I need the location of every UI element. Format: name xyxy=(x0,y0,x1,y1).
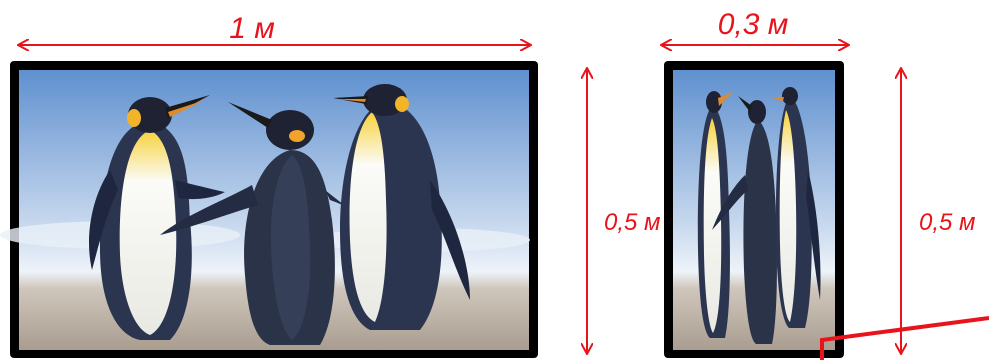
penguin-icon xyxy=(712,96,777,344)
narrow-height-label: 0,5 м xyxy=(919,209,975,236)
wide-height-label: 0,5 м xyxy=(604,209,660,236)
narrow-width-dimension: 0,3 м xyxy=(661,8,849,45)
penguin-icon xyxy=(772,87,821,328)
penguin-icon xyxy=(697,91,733,338)
penguin-icon xyxy=(333,84,470,330)
wide-width-label: 1 м xyxy=(229,12,275,45)
narrow-width-label: 0,3 м xyxy=(718,8,789,41)
wide-height-dimension: 0,5 м xyxy=(587,68,660,354)
wide-panel xyxy=(0,61,538,358)
narrow-panel xyxy=(664,61,844,358)
slanted-red-line xyxy=(820,316,989,360)
penguin-icon xyxy=(160,102,410,345)
narrow-height-dimension: 0,5 м xyxy=(901,68,975,354)
wide-width-dimension: 1 м xyxy=(18,12,531,45)
penguin-icon xyxy=(89,95,225,340)
